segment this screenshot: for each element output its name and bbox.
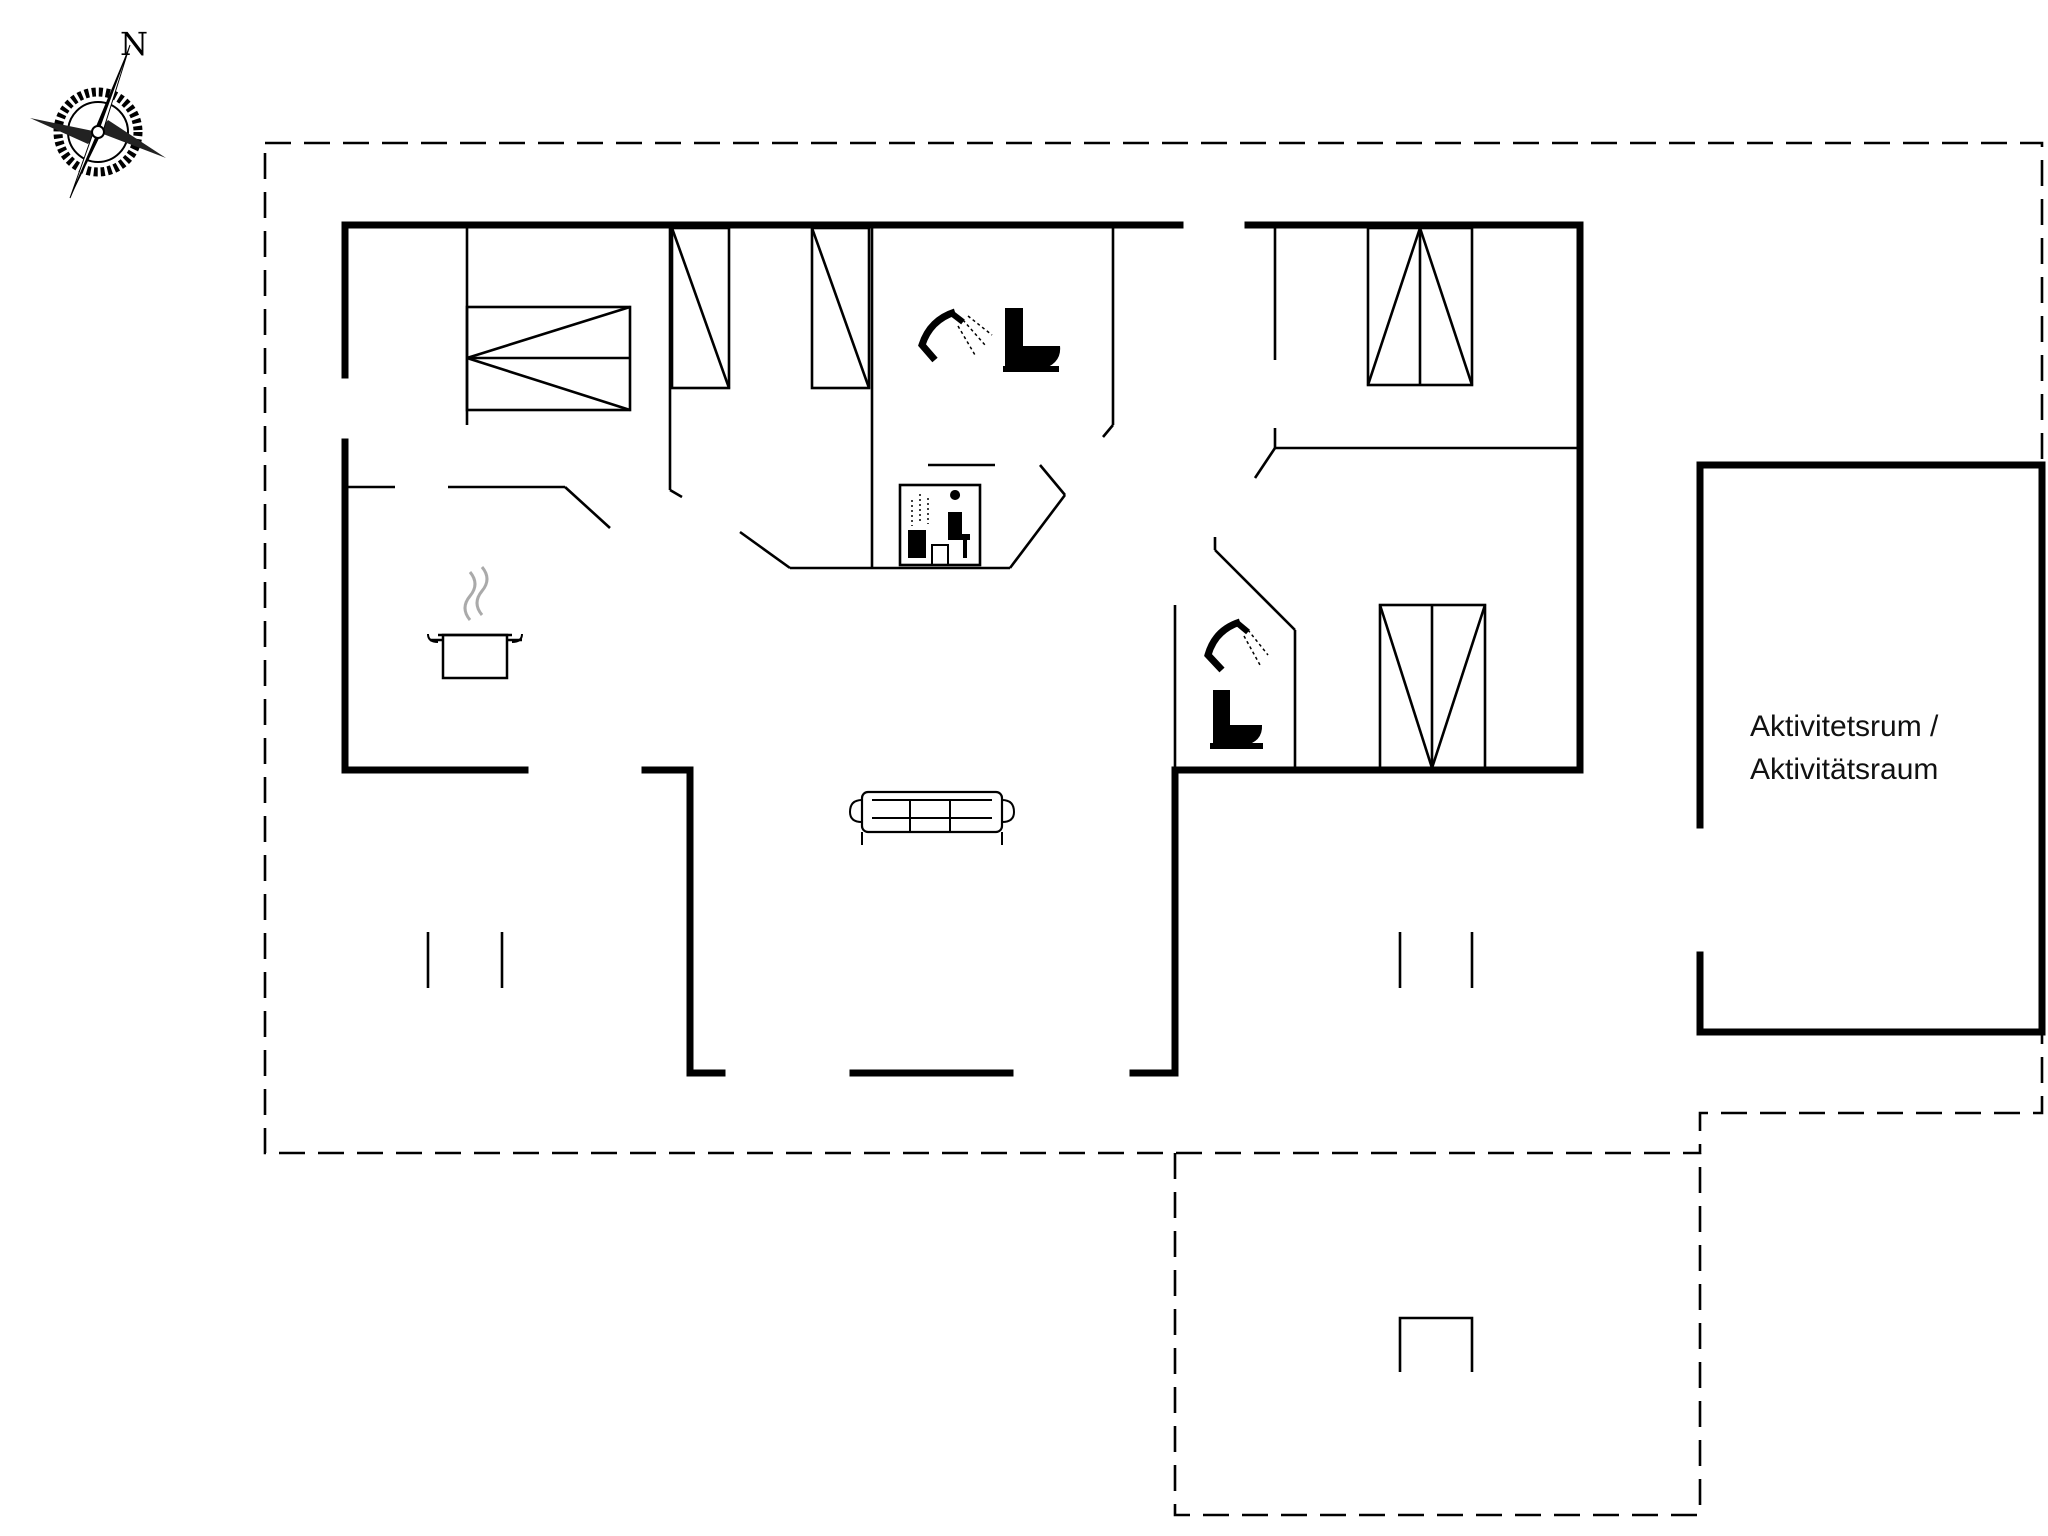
bed-icon xyxy=(1378,603,1487,770)
bed-icon xyxy=(1366,226,1474,387)
terrace-marker xyxy=(426,932,504,988)
bed-icon xyxy=(465,305,632,412)
bed-icon xyxy=(810,226,871,390)
toilet-icon xyxy=(1210,690,1263,749)
outdoor-shower-icon xyxy=(1398,1316,1474,1372)
sauna-icon xyxy=(898,483,982,567)
activity-room-label: Aktivitetsrum / Aktivitätsraum xyxy=(1750,705,1980,791)
shower-icon xyxy=(918,308,993,363)
terrace-marker xyxy=(1398,932,1474,988)
activity-room-label-line1: Aktivitetsrum / xyxy=(1750,710,1939,743)
compass-rose-icon: N xyxy=(30,25,166,199)
north-label: N xyxy=(120,25,148,63)
shower-icon xyxy=(1204,618,1269,673)
interior-walls xyxy=(345,225,1580,770)
toilet-icon xyxy=(1003,308,1061,372)
exterior-walls xyxy=(341,221,1584,1077)
activity-room xyxy=(1696,461,2046,1036)
terrace-outline xyxy=(263,141,2044,1517)
cooking-pot-icon xyxy=(427,566,523,680)
bed-icon xyxy=(670,226,731,390)
activity-room-label-line2: Aktivitätsraum xyxy=(1750,753,1939,786)
sofa-icon xyxy=(848,790,1016,845)
